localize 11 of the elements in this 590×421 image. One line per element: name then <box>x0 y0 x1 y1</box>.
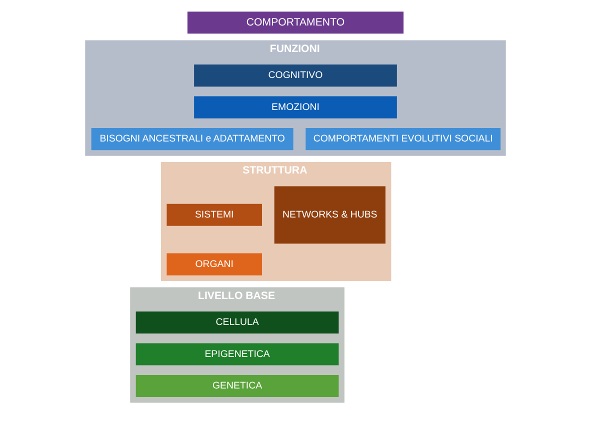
node-box: BISOGNI ANCESTRALI e ADATTAMENTO <box>90 128 293 150</box>
node-box: SISTEMI <box>166 204 262 226</box>
node-box: GENETICA <box>135 375 338 398</box>
node-box: COMPORTAMENTO <box>186 12 404 34</box>
node-box: COMPORTAMENTI EVOLUTIVI SOCIALI <box>305 128 500 150</box>
node-box: NETWORKS & HUBS <box>274 186 385 244</box>
node-box: CELLULA <box>135 312 338 334</box>
node-box: COGNITIVO <box>194 64 396 87</box>
node-box: ORGANI <box>166 253 262 276</box>
node-box: EPIGENETICA <box>135 343 338 366</box>
node-box: EMOZIONI <box>194 96 396 118</box>
